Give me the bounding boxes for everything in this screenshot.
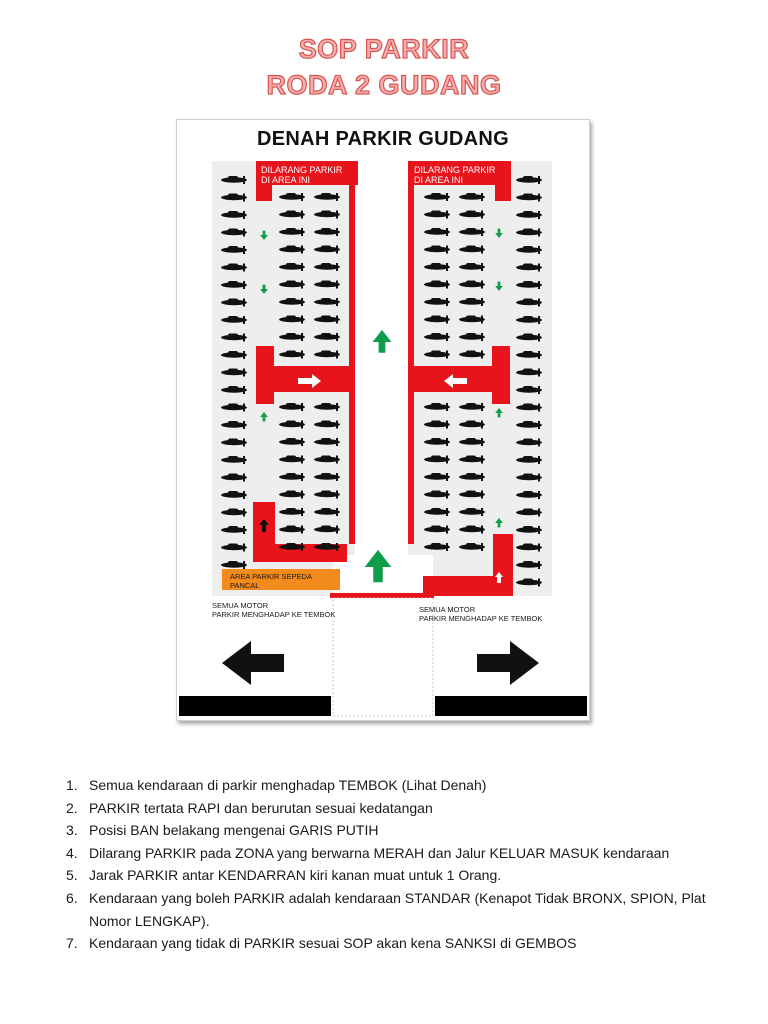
entrance-lane bbox=[332, 597, 434, 717]
document-title-line1: SOP PARKIR bbox=[298, 33, 470, 64]
facing-wall-subnote-left: PARKIR MENGHADAP KE TEMBOK bbox=[212, 610, 335, 619]
bicycle-parking-area bbox=[222, 569, 340, 590]
sop-rule-item: 3. Posisi BAN belakang mengenai GARIS PUT… bbox=[66, 819, 736, 842]
sop-rule-text: Semua kendaraan di parkir menghadap TEMB… bbox=[89, 777, 487, 793]
no-parking-sublabel-right: DI AREA INI bbox=[414, 175, 463, 185]
sop-rule-item: 1. Semua kendaraan di parkir menghadap TE… bbox=[66, 774, 736, 797]
sop-rule-number: 2. bbox=[66, 799, 78, 816]
sop-rule-number: 6. bbox=[66, 889, 78, 906]
entrance-line bbox=[330, 593, 434, 598]
sop-rule-text: Kendaraan yang tidak di PARKIR sesuai SO… bbox=[89, 935, 577, 952]
no-parking-label-left: DILARANG PARKIR bbox=[261, 165, 343, 175]
exit-arrow-left-icon bbox=[222, 641, 284, 685]
wall-left bbox=[179, 696, 331, 716]
exit-arrow-right-icon bbox=[477, 641, 539, 685]
bicycle-area-sublabel: PANCAL bbox=[230, 581, 259, 590]
sop-rule-number: 7. bbox=[66, 935, 78, 952]
facing-wall-note-right: SEMUA MOTOR bbox=[419, 605, 476, 614]
sop-rule-item: 4. Dilarang PARKIR pada ZONA yang berwarn… bbox=[66, 842, 736, 865]
sop-rules-list: 1. Semua kendaraan di parkir menghadap TE… bbox=[66, 774, 736, 955]
parking-map-drawing: DILARANG PARKIR DI AREA INI DILARANG PAR… bbox=[179, 161, 587, 717]
no-parking-zones bbox=[253, 161, 513, 596]
sop-rule-item: 5. Jarak PARKIR antar KENDARRAN kiri kana… bbox=[66, 864, 736, 887]
sop-rule-item: 2. PARKIR tertata RAPI dan berurutan sesu… bbox=[66, 797, 736, 820]
sop-rule-text: PARKIR tertata RAPI dan berurutan sesuai… bbox=[89, 799, 433, 816]
no-parking-sublabel-left: DI AREA INI bbox=[261, 175, 310, 185]
wall-right bbox=[435, 696, 587, 716]
document-title-line2: RODA 2 GUDANG bbox=[266, 69, 502, 100]
sop-rule-number: 5. bbox=[66, 867, 78, 884]
sop-rule-number: 4. bbox=[66, 844, 78, 861]
parking-map: DILARANG PARKIR DI AREA INI DILARANG PAR… bbox=[176, 119, 590, 721]
no-parking-label-right: DILARANG PARKIR bbox=[414, 165, 496, 175]
sop-rule-number: 1. bbox=[66, 777, 78, 793]
sop-rule-text: Kendaraan yang boleh PARKIR adalah kenda… bbox=[89, 889, 706, 929]
sop-rule-item: 7. Kendaraan yang tidak di PARKIR sesuai … bbox=[66, 932, 736, 955]
facing-wall-note-left: SEMUA MOTOR bbox=[212, 601, 269, 610]
sop-rule-text: Posisi BAN belakang mengenai GARIS PUTIH bbox=[89, 822, 379, 839]
facing-wall-subnote-right: PARKIR MENGHADAP KE TEMBOK bbox=[419, 614, 542, 623]
map-title: DENAH PARKIR GUDANG bbox=[257, 128, 509, 150]
sop-rule-text: Dilarang PARKIR pada ZONA yang berwarna … bbox=[89, 844, 670, 861]
sop-rule-number: 3. bbox=[66, 822, 78, 839]
sop-rule-text: Jarak PARKIR antar KENDARRAN kiri kanan … bbox=[89, 867, 502, 884]
white-arrow-icon bbox=[298, 374, 503, 583]
sop-rule-item: 6. Kendaraan yang boleh PARKIR adalah ken… bbox=[66, 887, 736, 932]
bicycle-area-label: AREA PARKIR SEPEDA bbox=[230, 572, 312, 581]
black-arrow-icon bbox=[259, 519, 269, 532]
driveway-upper bbox=[355, 161, 408, 555]
